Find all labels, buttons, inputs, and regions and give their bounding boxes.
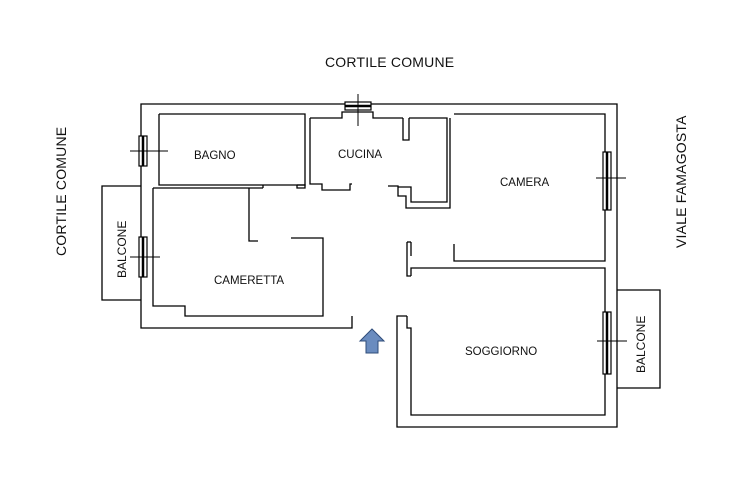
label-balcony-left: BALCONE — [115, 220, 129, 278]
outer-wall — [140, 103, 618, 428]
balcony-right-outline — [617, 289, 661, 389]
label-balcony-right: BALCONE — [634, 315, 648, 373]
label-bathroom: BAGNO — [194, 150, 236, 162]
living-room-walls — [406, 267, 606, 416]
balcony-left-outline — [101, 185, 141, 301]
label-bedroom: CAMERA — [500, 177, 550, 189]
label-courtyard-top: CORTILE COMUNE — [325, 54, 455, 70]
label-street-right: VIALE FAMAGOSTA — [673, 115, 689, 248]
kitchen-walls — [309, 118, 352, 191]
entrance-arrow-icon — [358, 328, 386, 354]
label-living-room: SOGGIORNO — [465, 346, 538, 358]
label-small-bedroom: CAMERETTA — [214, 275, 285, 287]
label-courtyard-left: CORTILE COMUNE — [53, 126, 69, 256]
bedroom-walls — [453, 113, 606, 262]
label-kitchen: CUCINA — [338, 149, 383, 161]
